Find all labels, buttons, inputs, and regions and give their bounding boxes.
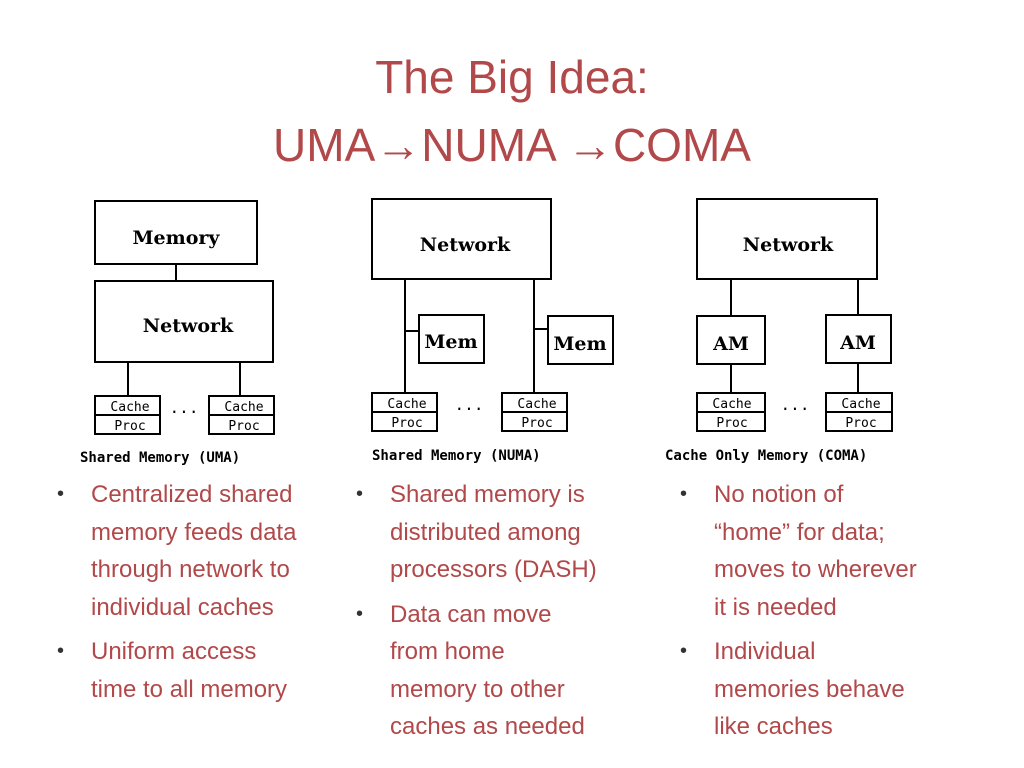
uma-cache-label-left: Cache: [110, 400, 149, 415]
coma-cache-label-left: Cache: [712, 397, 751, 412]
coma-am-box-right: [825, 314, 892, 364]
numa-caption: Shared Memory (NUMA): [372, 448, 541, 464]
coma-network-label: Network: [743, 234, 834, 256]
slide-title: The Big Idea:: [375, 51, 649, 103]
coma-cache-label-right: Cache: [841, 397, 880, 412]
coma-bullet-list: No notion of “home” for data; moves to w…: [676, 476, 976, 753]
coma-proc-label-right: Proc: [845, 416, 876, 431]
coma-diagram: Network AM AM Cache Proc ... Cache Proc: [665, 198, 893, 464]
numa-cache-label-right: Cache: [517, 397, 556, 412]
uma-network-label: Network: [143, 315, 234, 337]
coma-bullet-1: No notion of “home” for data; moves to w…: [676, 476, 976, 626]
uma-bullet-2: Uniform access time to all memory: [53, 633, 353, 708]
numa-network-box: [371, 198, 552, 280]
uma-node-right: Cache Proc: [208, 395, 275, 435]
coma-node-right: Cache Proc: [825, 392, 893, 432]
numa-proc-label-left: Proc: [391, 416, 422, 431]
numa-diagram: Network Mem Mem Cache Proc ... Cache Pro…: [371, 198, 614, 464]
numa-ellipsis: ...: [455, 395, 484, 414]
coma-network-box: [696, 198, 878, 280]
numa-mem-box-right: [547, 315, 614, 365]
coma-bullet-2: Individual memories behave like caches: [676, 633, 976, 746]
uma-ellipsis: ...: [170, 398, 199, 417]
numa-network-label: Network: [420, 234, 511, 256]
coma-am-label-right: AM: [839, 332, 876, 354]
numa-mem-box-left: [418, 314, 485, 364]
coma-node-left: Cache Proc: [696, 392, 766, 432]
coma-ellipsis: ...: [781, 395, 810, 414]
numa-bullet-1: Shared memory is distributed among proce…: [352, 476, 642, 589]
uma-caption: Shared Memory (UMA): [80, 450, 240, 466]
uma-network-box: [94, 280, 274, 363]
uma-proc-label-right: Proc: [228, 419, 259, 434]
numa-node-left: Cache Proc: [371, 392, 438, 432]
uma-memory-label: Memory: [133, 227, 221, 249]
numa-proc-label-right: Proc: [521, 416, 552, 431]
numa-mem-label-left: Mem: [424, 331, 477, 353]
numa-bullet-list: Shared memory is distributed among proce…: [352, 476, 642, 753]
uma-bullet-list: Centralized shared memory feeds data thr…: [53, 476, 353, 715]
numa-node-right: Cache Proc: [501, 392, 568, 432]
coma-proc-label-left: Proc: [716, 416, 747, 431]
coma-am-label-left: AM: [712, 333, 749, 355]
coma-caption: Cache Only Memory (COMA): [665, 448, 867, 464]
uma-diagram: Memory Network Cache Proc ... Cache Proc…: [80, 200, 275, 466]
slide-subtitle: UMA→NUMA →COMA: [273, 119, 751, 171]
numa-cache-label-left: Cache: [387, 397, 426, 412]
uma-bullet-1: Centralized shared memory feeds data thr…: [53, 476, 353, 626]
uma-proc-label-left: Proc: [114, 419, 145, 434]
architecture-diagrams: Memory Network Cache Proc ... Cache Proc…: [80, 198, 893, 466]
numa-bullet-2: Data can move from home memory to other …: [352, 596, 642, 746]
uma-node-left: Cache Proc: [94, 395, 161, 435]
uma-cache-label-right: Cache: [224, 400, 263, 415]
coma-am-box-left: [696, 315, 766, 365]
numa-mem-label-right: Mem: [553, 333, 606, 355]
